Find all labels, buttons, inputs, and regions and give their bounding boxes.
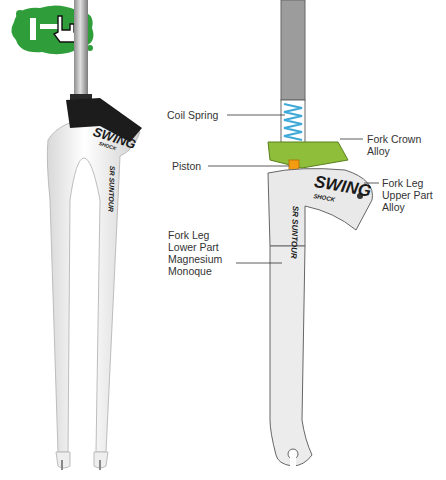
leader-lines (208, 115, 379, 263)
part-label: Fork Crown Alloy (367, 133, 429, 157)
part-label: Coil Spring (167, 109, 225, 121)
part-label: Fork Leg Lower Part Magnesium Monoque (168, 229, 234, 277)
part-label: Fork Leg Upper Part Alloy (382, 177, 442, 213)
part-label: Piston (172, 160, 206, 172)
brand-logo: SR SUNTOUR (289, 206, 300, 259)
fork-cutaway (268, 0, 372, 467)
fork-photo (47, 0, 142, 470)
